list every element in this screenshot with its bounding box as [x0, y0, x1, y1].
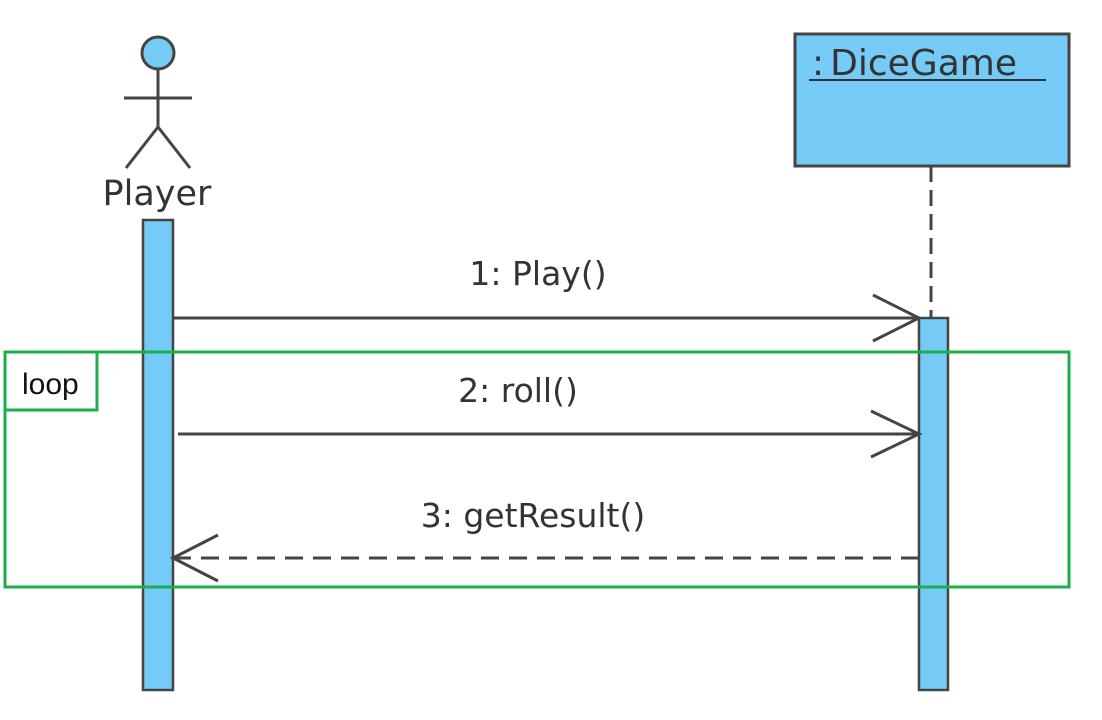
message-getresult: 3: getResult()	[169, 496, 919, 583]
object-prefix: :	[812, 43, 824, 84]
actor-head	[140, 35, 176, 71]
arrowhead-open-icon	[169, 533, 219, 583]
actor-left-leg	[124, 126, 160, 169]
message-roll: 2: roll()	[178, 371, 923, 459]
message-label: 2: roll()	[458, 371, 578, 410]
actor-right-leg	[156, 126, 192, 169]
actor-player: Player	[103, 35, 213, 214]
object-box	[793, 32, 1071, 168]
loop-operator-box	[3, 350, 99, 412]
loop-fragment: loop	[3, 350, 1071, 589]
arrowhead-open-icon	[872, 293, 923, 343]
actor-label: Player	[103, 174, 213, 214]
arrowhead-open-icon	[870, 409, 923, 459]
loop-frame	[3, 350, 1071, 589]
loop-operator-label: loop	[22, 368, 79, 401]
activation-bar-player	[141, 218, 175, 692]
object-dicegame: :DiceGame	[793, 32, 1071, 168]
message-play: 1: Play()	[173, 254, 923, 343]
message-label: 1: Play()	[469, 254, 606, 293]
message-label: 3: getResult()	[421, 496, 646, 535]
object-name: DiceGame	[830, 43, 1017, 84]
activation-bar-dicegame	[917, 316, 950, 692]
object-label: :DiceGame	[812, 43, 1017, 84]
